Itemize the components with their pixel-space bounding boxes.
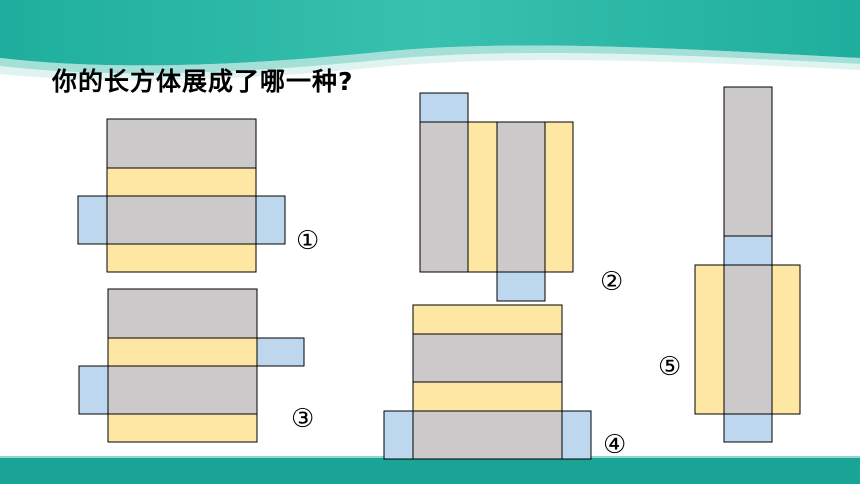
net-5-face-right [771,264,801,415]
net-1-face-left [77,195,108,245]
net-label-3: ③ [291,404,315,434]
net-4-face-left [383,410,414,460]
net-label-4: ④ [603,430,627,460]
net-1-face-lower [106,243,257,273]
net-2-face-bottom [496,271,546,302]
net-5 [694,86,801,443]
net-3-face-lower [107,413,258,443]
net-4-face-right [561,410,592,460]
net-2-face-top [419,92,469,123]
net-2-face-1 [419,121,469,273]
net-label-1: ① [296,226,320,256]
net-4-face-3 [412,381,563,412]
net-1-face-top [106,118,257,169]
net-5-face-upper [723,235,773,266]
net-3-face-top [107,288,258,339]
net-5-face-left [694,264,725,415]
net-3-face-upper [107,337,258,367]
net-2-face-2 [467,121,498,273]
net-2 [419,92,574,302]
net-4-face-2 [412,333,563,383]
net-1-face-right [255,195,286,245]
net-2-face-4 [544,121,574,273]
footer-bar [0,458,860,484]
net-label-2: ② [600,267,624,297]
net-1-face-front [106,195,257,245]
net-4 [383,304,592,460]
net-1-face-upper [106,167,257,197]
net-1 [77,118,286,273]
net-3-face-left [78,365,109,415]
question-title: 你的长方体展成了哪一种? [52,67,354,96]
net-2-face-3 [496,121,546,273]
net-5-face-bottom [723,413,773,443]
net-3-face-front [107,365,258,415]
net-label-5: ⑤ [658,352,682,382]
net-3 [78,288,305,443]
net-4-face-1 [412,304,563,335]
net-3-face-right [256,337,305,367]
header-banner [0,0,860,81]
net-4-face-4 [412,410,563,460]
net-5-face-top [723,86,773,237]
net-5-face-front [723,264,773,415]
